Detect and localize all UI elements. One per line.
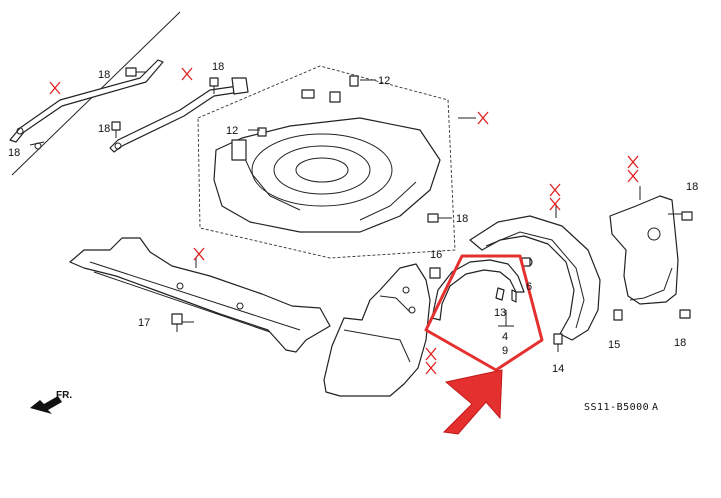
clip-icon xyxy=(613,309,623,321)
front-direction-arrow xyxy=(30,396,62,414)
bolt-icon xyxy=(553,333,563,352)
part-number-label: 12 xyxy=(378,75,390,87)
bolt-icon xyxy=(429,267,441,279)
bolt-icon xyxy=(681,211,693,221)
part-number-label: 18 xyxy=(98,69,110,81)
part-number-label: 18 xyxy=(8,147,20,159)
part-number-label: 12 xyxy=(226,125,238,137)
part-number-label: 9 xyxy=(502,345,508,357)
part-number-label: 18 xyxy=(456,213,468,225)
part-number-label: 17 xyxy=(138,317,150,329)
bolt-icon xyxy=(171,313,183,332)
part-number-label: 18 xyxy=(98,123,110,135)
part-number-label: 18 xyxy=(674,337,686,349)
part-number-label: 14 xyxy=(552,363,564,375)
crossed-out-mark xyxy=(477,111,489,125)
diagram-code: SS11-B5000 xyxy=(584,402,649,413)
spare-tire-well xyxy=(197,65,456,259)
crossed-out-mark xyxy=(549,183,561,211)
part-number-label: 18 xyxy=(212,61,224,73)
bolt-icon xyxy=(679,309,691,319)
rear-side-bracket xyxy=(323,263,431,397)
stay-rod-left xyxy=(9,59,164,150)
diagram-code-suffix: A xyxy=(652,402,659,413)
leader-lines xyxy=(182,79,682,327)
bolt-icon xyxy=(125,67,146,77)
part-number-label: 18 xyxy=(686,181,698,193)
crossed-out-mark xyxy=(193,247,205,261)
part-number-label: 4 xyxy=(502,331,508,343)
stay-rod-right xyxy=(109,77,249,153)
front-direction-label: FR. xyxy=(56,390,72,401)
highlight-outline xyxy=(424,254,544,372)
highlight-arrow xyxy=(442,369,503,435)
part-number-label: 6 xyxy=(526,281,532,293)
bolt-icon xyxy=(111,121,121,138)
rear-garnish-panel xyxy=(609,195,679,305)
crossed-out-mark xyxy=(425,347,437,375)
part-number-label: 13 xyxy=(494,307,506,319)
bolt-icon xyxy=(427,213,439,223)
part-number-label: 16 xyxy=(430,249,442,261)
crossed-out-mark xyxy=(627,155,639,183)
bolt-icon xyxy=(209,77,219,94)
rear-crossmember xyxy=(69,237,331,353)
inner-fender-liner xyxy=(469,215,601,341)
part-number-label: 15 xyxy=(608,339,620,351)
wheel-arch-molding xyxy=(431,259,525,321)
crossed-out-mark xyxy=(49,81,61,95)
crossed-out-mark xyxy=(181,67,193,81)
